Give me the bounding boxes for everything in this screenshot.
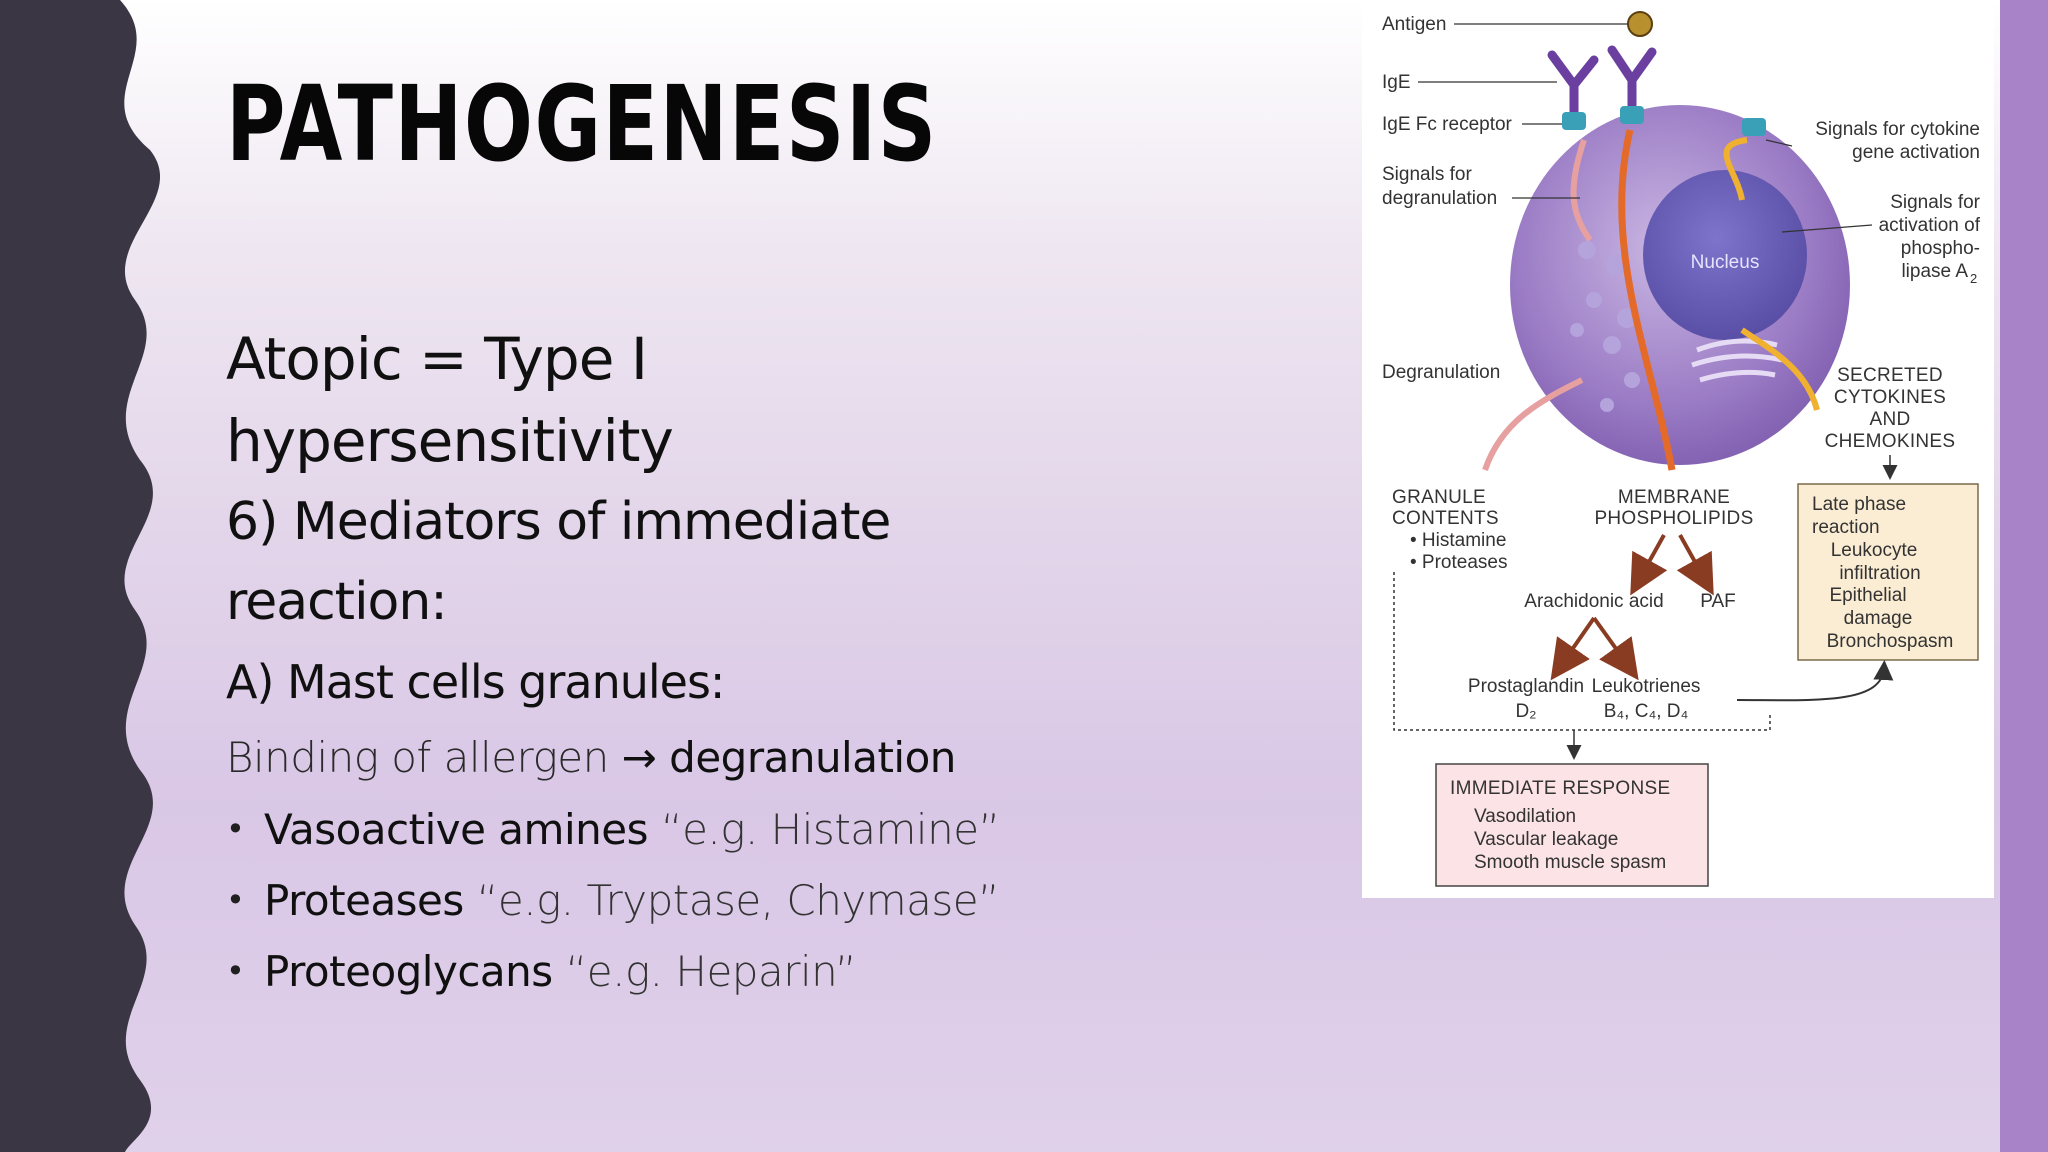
secreted-label-4: CHEMOKINES [1825, 431, 1956, 452]
ige-antibodies [1547, 45, 1657, 120]
granules [1570, 241, 1640, 412]
ige-fc-label: IgE Fc receptor [1382, 114, 1513, 135]
immediate-response-box [1435, 763, 1709, 887]
signals-phos-label-3: phospho- [1901, 238, 1980, 259]
ige-label: IgE [1382, 72, 1411, 93]
signals-phos-label-1: Signals for [1890, 192, 1980, 213]
bullet-icon: • [226, 881, 245, 919]
signals-phos-label-2: activation of [1879, 215, 1981, 236]
degranulation-signal-arrow [1570, 139, 1593, 242]
arachidonic-branch-arrows [1550, 616, 1639, 681]
signals-degran-label-1: Signals for [1382, 164, 1472, 185]
list-item: • Proteoglycans “e.g. Heparin” [226, 936, 1106, 1007]
degranulation-label: Degranulation [1382, 362, 1500, 383]
bullet-term: Proteases [264, 876, 464, 925]
membrane-label-1: MEMBRANE [1618, 487, 1730, 508]
antigen-label: Antigen [1382, 14, 1446, 35]
antigen-icon [1627, 11, 1653, 37]
granule-label-4: • Proteases [1410, 552, 1507, 573]
list-item: • Vasoactive amines “e.g. Histamine” [226, 794, 1106, 865]
late-phase-arrow [1736, 660, 1894, 702]
secreted-label-2: CYTOKINES [1834, 387, 1946, 408]
late-label-5: Epithelial [1829, 585, 1906, 606]
secreted-label-3: AND [1869, 409, 1910, 430]
atopic-line: Atopic = Type I hypersensitivity [226, 325, 674, 475]
leukotrienes-sub: B₄, C₄, D₄ [1604, 701, 1689, 722]
signals-phos-label-4: lipase A [1901, 261, 1968, 282]
secreted-label-1: SECRETED [1837, 365, 1943, 386]
nucleus-label: Nucleus [1691, 252, 1760, 273]
arachidonic-label: Arachidonic acid [1524, 591, 1663, 612]
nucleus-shape [1643, 170, 1807, 340]
mediators-line: 6) Mediators of immediate reaction: [226, 492, 891, 632]
binding-bold: degranulation [669, 733, 956, 782]
binding-line: Binding of allergen → degranulation [226, 722, 1106, 794]
late-label-6: damage [1844, 608, 1913, 629]
late-label-3: Leukocyte [1831, 540, 1918, 561]
late-label-4: infiltration [1839, 563, 1920, 584]
signals-phos-sub: 2 [1970, 271, 1977, 286]
mediator-list: • Vasoactive amines “e.g. Histamine” • Pro… [226, 794, 1106, 1007]
right-accent-band [2000, 0, 2048, 1152]
signals-degran-label-2: degranulation [1382, 188, 1497, 209]
fc-receptors [1562, 106, 1766, 136]
late-label-7: Bronchospasm [1827, 631, 1954, 652]
mast-cells-line: A) Mast cells granules: [226, 655, 725, 709]
bullet-example: “e.g. Heparin” [565, 947, 857, 996]
granule-label-1: GRANULE [1392, 487, 1486, 508]
left-wavy-band [0, 0, 160, 1152]
list-item: • Proteases “e.g. Tryptase, Chymase” [226, 865, 1106, 936]
diagram-svg: Nucleus Antigen IgE IgE Fc receptor Sign… [1382, 11, 1981, 887]
bullet-example: “e.g. Tryptase, Chymase” [476, 876, 1000, 925]
prostaglandin-sub: D₂ [1515, 701, 1536, 722]
phospholipase-signal-arrow [1618, 129, 1676, 471]
granule-label-3: • Histamine [1410, 530, 1506, 551]
degranulation-arrow [1482, 377, 1584, 471]
bullet-term: Vasoactive amines [264, 805, 648, 854]
granule-label-2: CONTENTS [1392, 508, 1499, 529]
late-label-1: Late phase [1812, 494, 1906, 515]
late-label-2: reaction [1812, 517, 1880, 538]
secretion-arrow [1740, 327, 1820, 411]
bullet-icon: • [226, 952, 245, 990]
late-phase-box [1797, 483, 1979, 661]
dotted-collector-line [1393, 572, 1771, 731]
bullet-example: “e.g. Histamine” [660, 805, 1001, 854]
membrane-branch-arrows [1630, 534, 1714, 596]
mast-cell-diagram: Nucleus Antigen IgE IgE Fc receptor Sign… [1362, 0, 1994, 898]
arrow-icon: → [621, 733, 657, 782]
binding-prefix: Binding of allergen [226, 733, 609, 782]
leader-lines [1418, 23, 1873, 233]
golgi [1691, 338, 1783, 383]
cytokine-signal-arrow [1723, 137, 1748, 201]
immediate-item-3: Smooth muscle spasm [1474, 852, 1666, 873]
page-title: PATHOGENESIS [226, 63, 938, 185]
signals-cyto-label-2: gene activation [1852, 142, 1980, 163]
signals-cyto-label-1: Signals for cytokine [1815, 119, 1980, 140]
bullet-term: Proteoglycans [264, 947, 553, 996]
bullet-icon: • [226, 810, 245, 848]
paf-label: PAF [1700, 591, 1736, 612]
prostaglandin-label: Prostaglandin [1468, 676, 1584, 697]
slide-content: Atopic = Type I hypersensitivity 6) Medi… [226, 318, 1106, 1007]
immediate-item-2: Vascular leakage [1474, 829, 1618, 850]
leukotrienes-label: Leukotrienes [1592, 676, 1701, 697]
membrane-label-2: PHOSPHOLIPIDS [1594, 508, 1753, 529]
immediate-item-1: Vasodilation [1474, 806, 1576, 827]
immediate-title: IMMEDIATE RESPONSE [1450, 778, 1670, 799]
